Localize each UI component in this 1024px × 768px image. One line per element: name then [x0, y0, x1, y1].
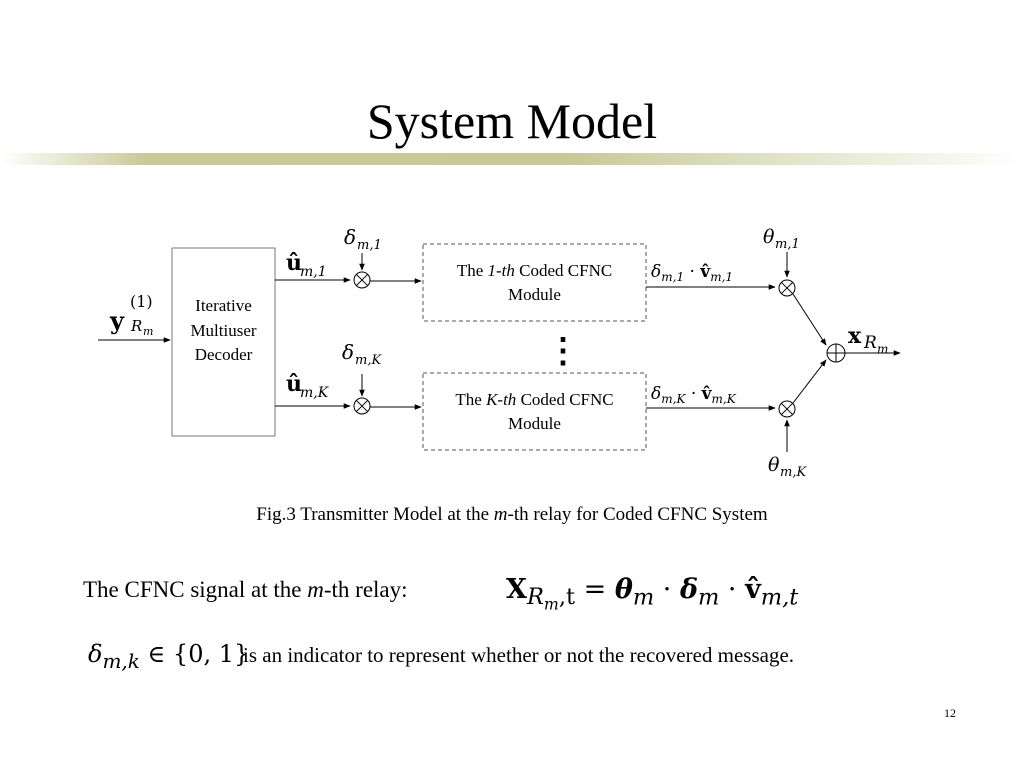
theta-multiplier-K — [778, 400, 796, 418]
theta1-label: θ — [763, 226, 775, 248]
out1-label: δm,1 · v̂m,1 — [651, 262, 733, 284]
module1-label-line2: Module — [508, 285, 561, 304]
deltaK-label: δ — [342, 340, 354, 364]
outK-label: δm,K · v̂m,K — [651, 384, 737, 406]
output-label-subsubscript: m — [877, 342, 888, 356]
ellipsis-dots: ⋮ — [546, 333, 580, 370]
signal-formula: XRm,t = θm · δm · v̂m,t — [506, 574, 799, 614]
delta1-label-subscript: m,1 — [357, 238, 382, 253]
decoder-label-line3: Decoder — [195, 345, 253, 364]
multiplier-1 — [353, 271, 371, 289]
slide-title: System Model — [366, 93, 658, 149]
moduleK-label-line2: Module — [508, 414, 561, 433]
decoder-label-line1: Iterative — [195, 296, 252, 315]
title-underline-bar — [0, 153, 1024, 165]
theta1-label-subscript: m,1 — [775, 237, 800, 252]
thetaK-label: θ — [768, 454, 780, 476]
delta1-label: δ — [344, 225, 356, 249]
uK-label-subscript: m,K — [300, 385, 330, 401]
input-label: y — [109, 306, 125, 335]
summation-node — [826, 343, 846, 363]
mult1-to-sum-arrow — [792, 293, 827, 346]
output-label: x — [848, 323, 862, 349]
u1-label-subscript: m,1 — [300, 264, 327, 280]
multiplier-K — [353, 397, 371, 415]
module1-label-line1: The 1-th Coded CFNC — [457, 261, 612, 280]
decoder-label-line2: Multiuser — [190, 321, 256, 340]
input-label-superscript: (1) — [130, 292, 153, 311]
theta-multiplier-1 — [778, 279, 796, 297]
output-label-subscript: R — [863, 333, 877, 353]
decoder-box — [171, 247, 276, 437]
page-number: 12 — [944, 706, 956, 720]
figure-caption: Fig.3 Transmitter Model at the m-th rela… — [256, 504, 768, 525]
module1-box — [422, 243, 647, 322]
multK-to-sum-arrow — [792, 359, 827, 404]
thetaK-label-subscript: m,K — [780, 465, 807, 480]
moduleK-label-line1: The K-th Coded CFNC — [455, 390, 613, 409]
u1-label: û — [286, 250, 302, 276]
deltaK-label-subscript: m,K — [355, 353, 382, 368]
moduleK-box — [422, 372, 647, 451]
input-label-subscript: R — [130, 317, 142, 335]
signal-statement: The CFNC signal at the m-th relay: — [83, 577, 408, 602]
uK-label: û — [286, 371, 302, 397]
indicator-formula: δm,k ∈ {0, 1} — [88, 640, 250, 673]
input-label-subsubscript: m — [143, 325, 153, 338]
indicator-description: is an indicator to represent whether or … — [243, 643, 795, 667]
